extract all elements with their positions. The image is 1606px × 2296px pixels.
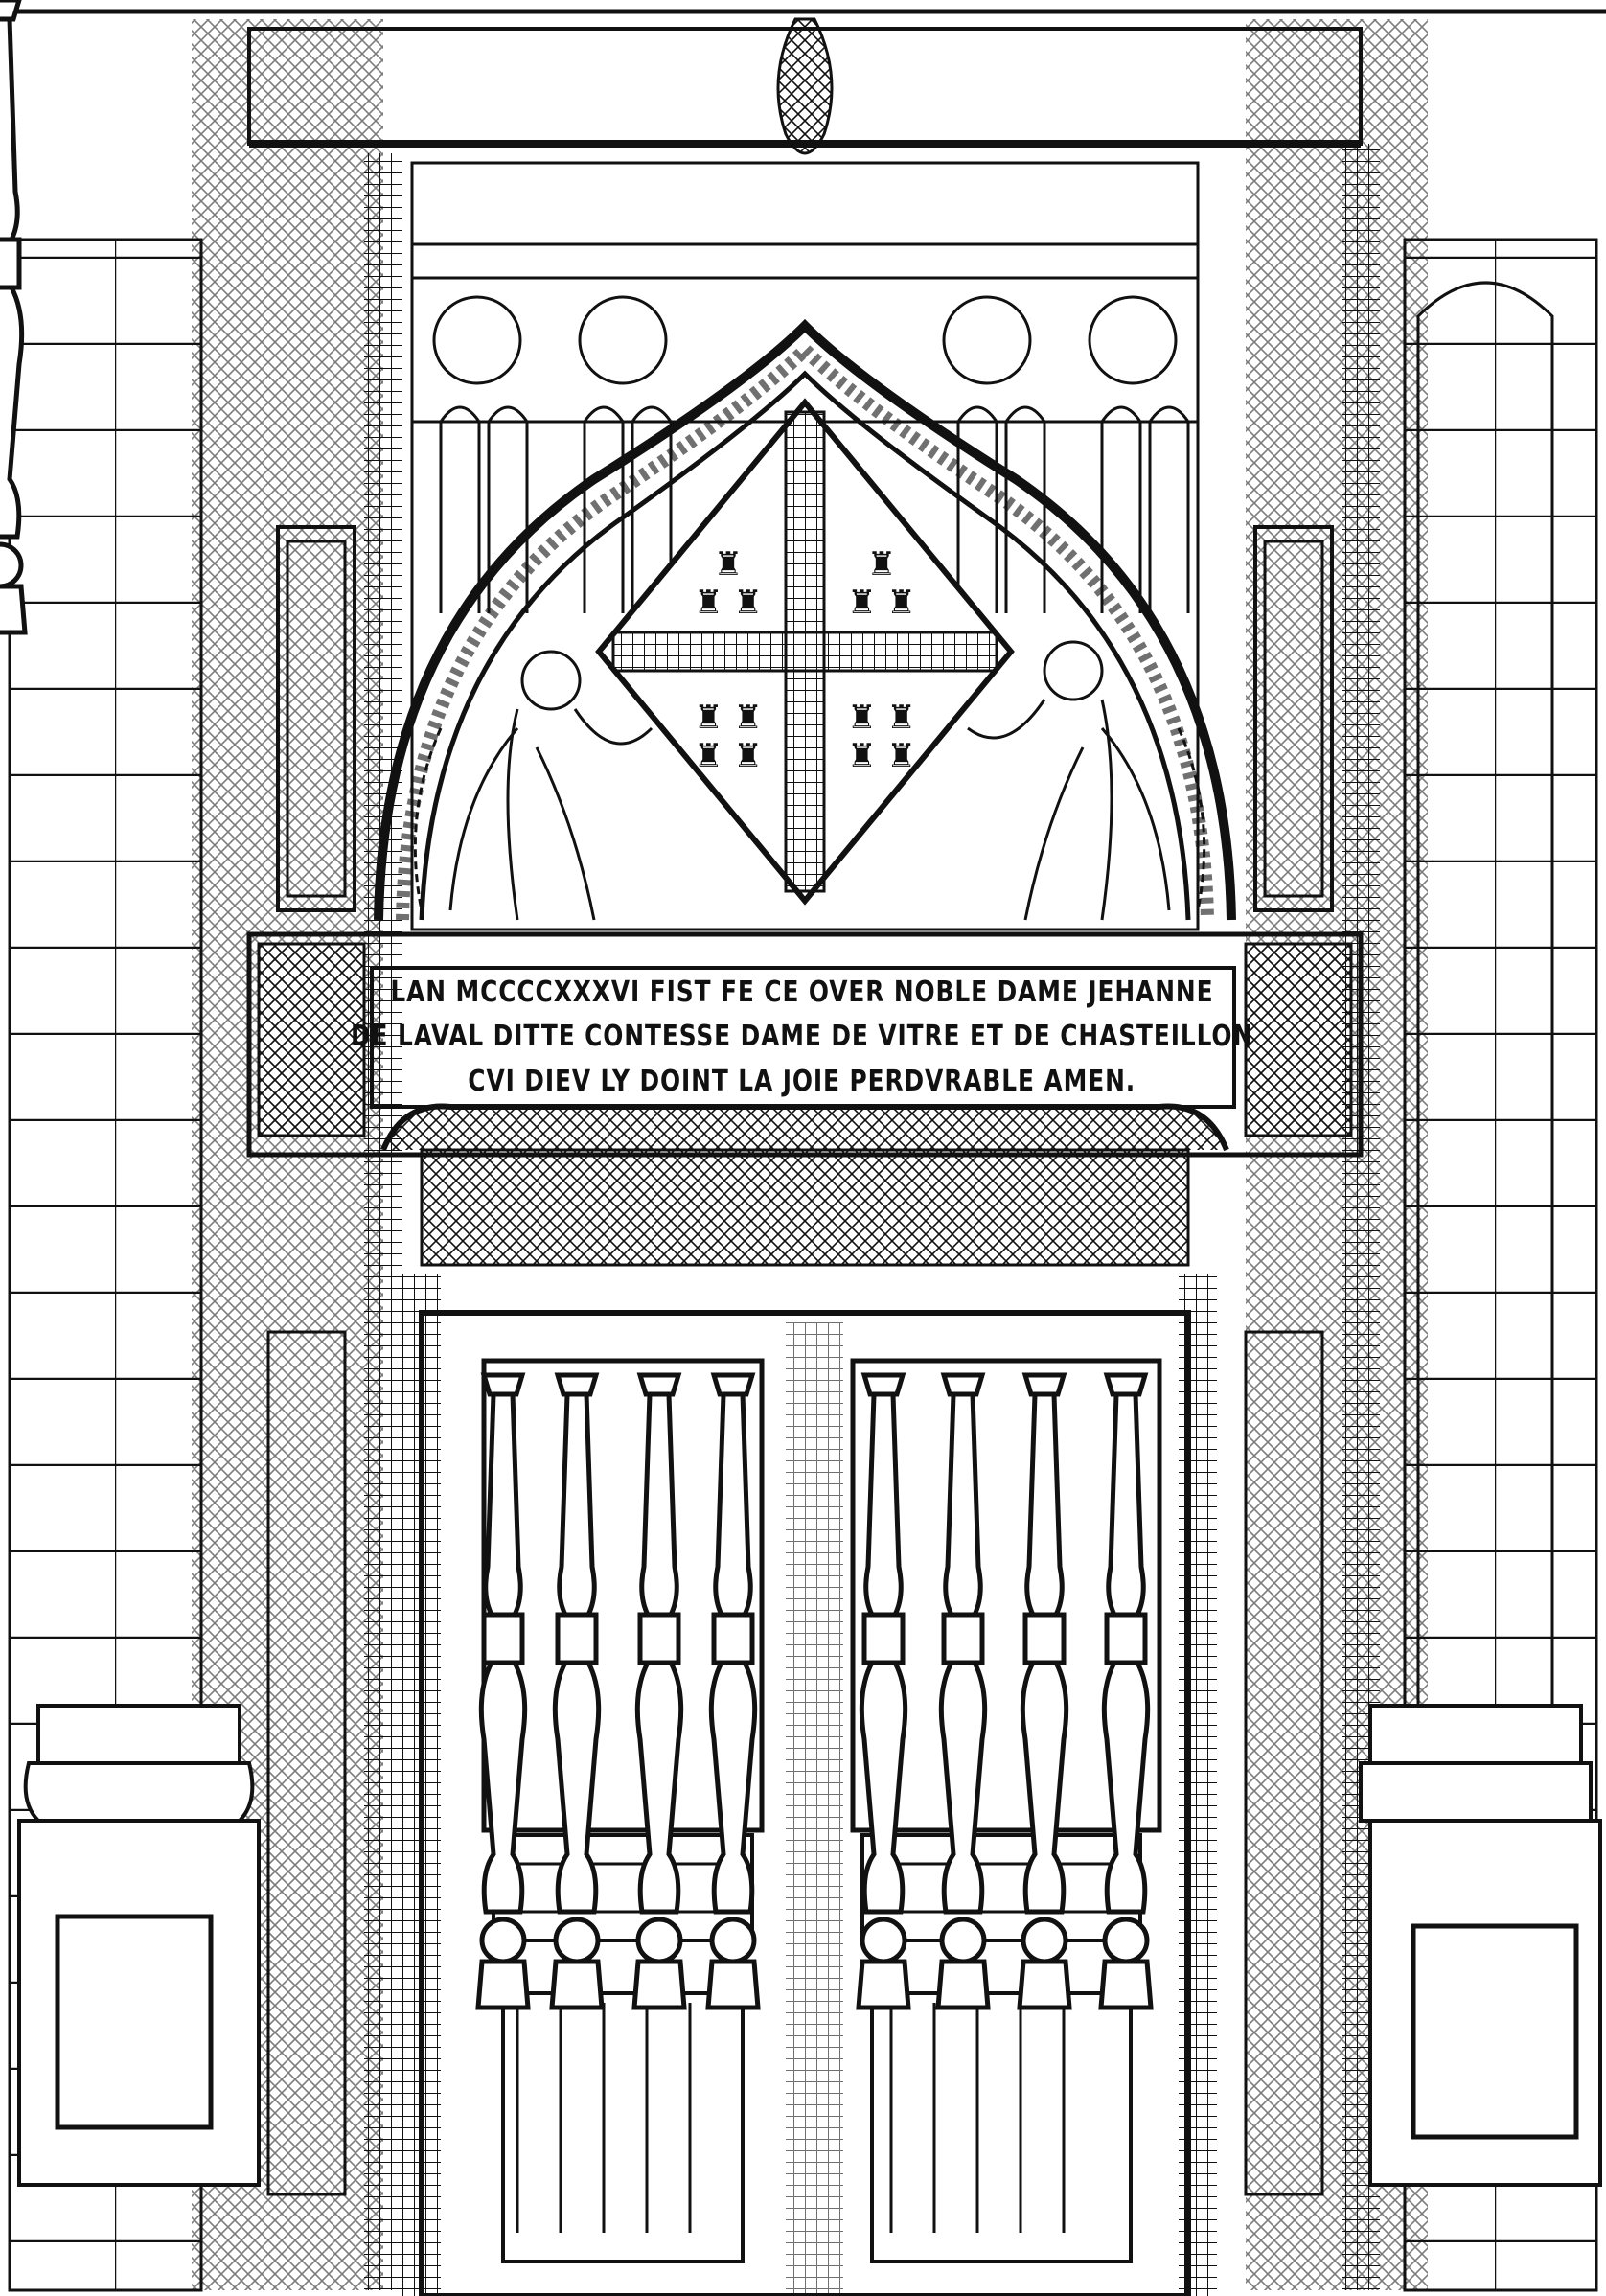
lintel: [246, 931, 1364, 1267]
svg-text:♜ ♜: ♜ ♜: [694, 584, 763, 622]
left-pedestal: [17, 1704, 261, 2187]
ogee-arch: [374, 318, 1236, 921]
angel-right: [967, 640, 1206, 921]
inscription-line-2: DE LAVAL DITTE CONTESSE DAME DE VITRE ET…: [350, 1020, 1254, 1054]
coat-of-arms: ♜♜ ♜ ♜♜ ♜ ♜ ♜♜ ♜ ♜ ♜♜ ♜: [595, 398, 1015, 906]
svg-text:♜ ♜: ♜ ♜: [694, 699, 763, 737]
balusters: [0, 0, 1151, 2008]
door-mullion: [786, 1322, 843, 2296]
right-pedestal: [1359, 1704, 1602, 2187]
cornice: [0, 9, 1606, 155]
svg-text:♜: ♜: [867, 545, 896, 584]
svg-text:♜ ♜: ♜ ♜: [847, 699, 916, 737]
svg-text:♜ ♜: ♜ ♜: [694, 737, 763, 775]
inscription-line-1: LAN MCCCCXXXVI FIST FE CE OVER NOBLE DAM…: [390, 975, 1214, 1009]
angel-left: [413, 650, 654, 921]
svg-text:♜ ♜: ♜ ♜: [847, 584, 916, 622]
tracery: [410, 161, 1200, 931]
inscription-panel: LAN MCCCCXXXVI FIST FE CE OVER NOBLE DAM…: [351, 970, 1252, 1104]
svg-text:♜ ♜: ♜ ♜: [847, 737, 916, 775]
door-frame: [402, 1274, 1217, 2296]
inscription-line-3: CVI DIEV LY DOINT LA JOIE PERDVRABLE AME…: [468, 1065, 1136, 1099]
svg-text:♜: ♜: [714, 545, 743, 584]
